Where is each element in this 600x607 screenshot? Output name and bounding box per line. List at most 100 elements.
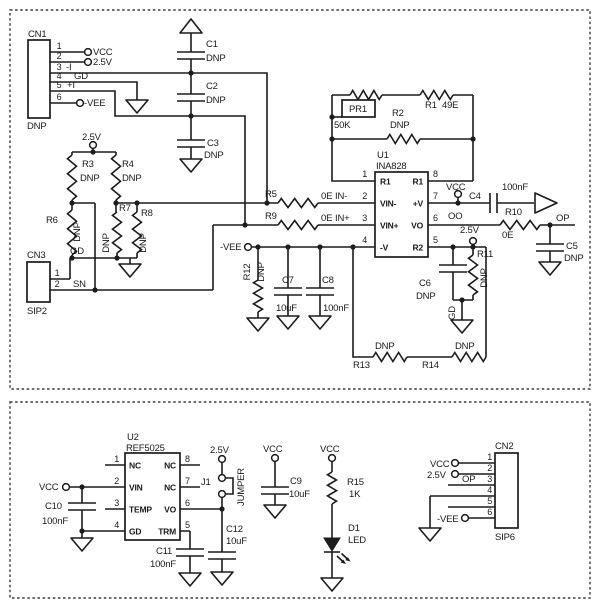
net-gd-label: GD bbox=[70, 246, 84, 257]
c5-value: DNP bbox=[564, 253, 583, 264]
2v5-terminal bbox=[88, 140, 98, 150]
net-gd-label: GD bbox=[447, 306, 458, 320]
net-2v5: 2.5V bbox=[93, 57, 113, 68]
r1-value: 49E bbox=[442, 100, 458, 111]
net-vcc-label: VCC bbox=[430, 459, 450, 470]
r8-resistor bbox=[131, 211, 143, 254]
jumper-output: 2.5V J1 JUMPER C12 10uF bbox=[180, 445, 247, 586]
r5-resistor bbox=[277, 197, 319, 209]
c2-ref: C2 bbox=[206, 81, 218, 92]
shield-up-symbol bbox=[179, 18, 203, 34]
pr1-ref: PR1 bbox=[349, 104, 367, 115]
u2-pin5-num: 5 bbox=[185, 520, 190, 530]
net-op: OP bbox=[556, 213, 569, 224]
c9-value: 10uF bbox=[289, 489, 310, 500]
r8-value: DNP bbox=[138, 233, 149, 252]
r7-ref: R7 bbox=[119, 203, 131, 214]
r2-value: DNP bbox=[390, 120, 409, 131]
j1-name: JUMPER bbox=[236, 468, 247, 506]
vcc-terminal bbox=[270, 453, 280, 463]
c3-ref: C3 bbox=[207, 138, 219, 149]
r9-resistor bbox=[277, 219, 319, 231]
pr1-value: 50K bbox=[334, 120, 351, 131]
cn3-pin2-num: 2 bbox=[55, 279, 60, 289]
c9-ref: C9 bbox=[290, 476, 302, 487]
ground-symbol bbox=[178, 572, 202, 587]
ground-symbol bbox=[246, 317, 270, 332]
c5-ref: C5 bbox=[566, 241, 578, 252]
u1-pin5-name: R2 bbox=[413, 243, 424, 253]
u2-pin7-num: 7 bbox=[185, 476, 190, 486]
u2-pin2-name: VIN bbox=[129, 483, 143, 493]
cn1-pin2-num: 2 bbox=[57, 51, 62, 61]
r14-resistor bbox=[451, 350, 487, 364]
r11-value: DNP bbox=[479, 268, 490, 287]
r10-resistor bbox=[499, 219, 541, 231]
r9-value: 0E bbox=[321, 213, 332, 224]
ground-symbol bbox=[179, 158, 203, 173]
ground-symbol bbox=[276, 315, 300, 330]
c10-ref: C10 bbox=[45, 501, 62, 512]
c6-ref: C6 bbox=[419, 278, 431, 289]
net-vcc: VCC bbox=[93, 47, 113, 58]
reference-section-border bbox=[9, 401, 591, 599]
cn3-ref: CN3 bbox=[27, 250, 45, 261]
u1-pin2-num: 2 bbox=[362, 191, 367, 201]
output-network: VCC C4 100nF OO 2.5V C6 DNP R11 DNP GD R… bbox=[416, 182, 584, 357]
u2-pin3-num: 3 bbox=[114, 498, 119, 508]
vee-rail: -VEE R12 DNP C7 10uF C8 100nF bbox=[220, 242, 375, 332]
arrow-right-symbol bbox=[534, 192, 558, 214]
ground-symbol bbox=[125, 99, 149, 114]
u2-pin4-name: GD bbox=[129, 527, 141, 537]
r15-value: 1K bbox=[349, 489, 361, 500]
c3-value: DNP bbox=[204, 150, 223, 161]
ground-symbol bbox=[70, 537, 94, 552]
j1-bottom-pin bbox=[217, 489, 227, 499]
c10-value: 100nF bbox=[42, 516, 68, 527]
r11-resistor bbox=[467, 254, 479, 296]
cn2-ref: CN2 bbox=[495, 441, 513, 452]
u1-pin5-num: 5 bbox=[433, 235, 438, 245]
r13-ref: R13 bbox=[353, 360, 370, 371]
u1-ref: U1 bbox=[377, 150, 389, 161]
u2-pin2-num: 2 bbox=[114, 476, 119, 486]
r7-value: DNP bbox=[101, 233, 112, 252]
r12-resistor bbox=[251, 279, 265, 313]
feedback-network: DNP R13 DNP R14 bbox=[352, 247, 487, 371]
r4-resistor bbox=[110, 154, 122, 201]
r15-ref: R15 bbox=[347, 477, 364, 488]
ground-symbol bbox=[263, 504, 287, 519]
c4-ref: C4 bbox=[469, 191, 481, 202]
u2-pin5-name: TRM bbox=[158, 527, 176, 537]
u1-pin2-name: VIN- bbox=[380, 199, 397, 209]
u1-pin4-name: -V bbox=[380, 243, 389, 253]
input-cap-stack: C1 DNP C2 DNP C3 DNP bbox=[177, 18, 226, 173]
u2-pin3-name: TEMP bbox=[129, 505, 152, 515]
r11-ref: R11 bbox=[477, 249, 493, 260]
net-minus-i: -I bbox=[66, 62, 71, 73]
r3-ref: R3 bbox=[82, 159, 94, 170]
2v5-terminal bbox=[83, 57, 93, 67]
r13-resistor bbox=[372, 350, 408, 364]
net-oo: OO bbox=[448, 211, 462, 222]
cn2-pin3-num: 3 bbox=[487, 474, 492, 484]
vee-terminal bbox=[75, 98, 85, 108]
connector-cn3: CN3 SIP2 1 2 SN bbox=[26, 225, 214, 317]
cn2-pin5-num: 5 bbox=[487, 496, 492, 506]
cn1-pin3-num: 3 bbox=[57, 62, 62, 72]
net-vcc-label: VCC bbox=[263, 444, 283, 455]
r4-ref: R4 bbox=[122, 159, 134, 170]
net-op-label: OP bbox=[462, 474, 475, 485]
u1-pin8-num: 8 bbox=[433, 169, 438, 179]
r12-value: DNP bbox=[256, 262, 267, 281]
ground-symbol bbox=[418, 527, 442, 542]
c12-value: 10uF bbox=[226, 536, 247, 547]
u1-part: INA828 bbox=[376, 161, 407, 172]
r4-value: DNP bbox=[122, 173, 141, 184]
u1-pin1-name: R1 bbox=[380, 177, 391, 187]
u1-pin7-name: +V bbox=[413, 199, 424, 209]
cn1-ref: CN1 bbox=[28, 29, 46, 40]
ground-symbol bbox=[118, 263, 142, 278]
led-diode-symbol bbox=[323, 537, 341, 552]
